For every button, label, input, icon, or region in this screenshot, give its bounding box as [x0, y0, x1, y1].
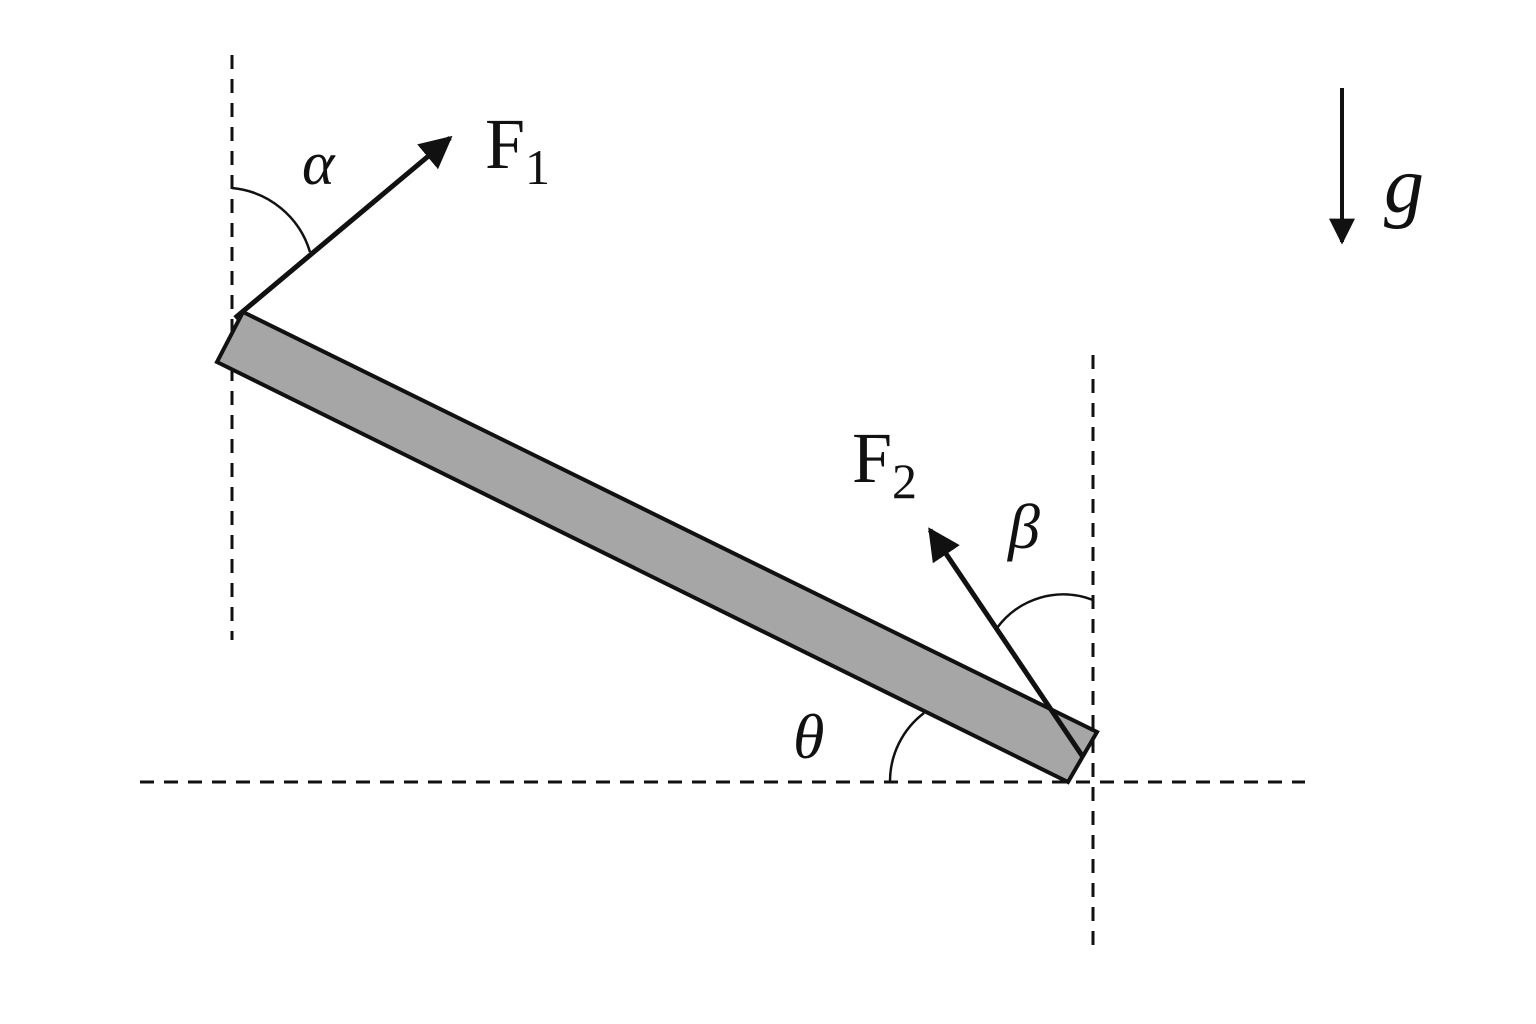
theta-arc — [888, 712, 925, 783]
force-1-label-main: F — [485, 104, 525, 184]
force-1-label-subscript: 1 — [525, 139, 550, 195]
force-2-label-main: F — [852, 418, 892, 498]
alpha-arc — [231, 186, 312, 253]
alpha-label: α — [302, 130, 336, 198]
gravity-label: g — [1384, 142, 1424, 230]
force-1-arrow — [233, 135, 453, 320]
theta-label: θ — [793, 701, 824, 772]
force-2-label: F2 — [852, 418, 917, 509]
beta-label: β — [1006, 491, 1040, 562]
force-2-label-subscript: 2 — [892, 453, 917, 509]
force-2-arrow — [927, 527, 1086, 759]
beta-arc — [995, 593, 1094, 629]
force-1-label: F1 — [485, 104, 550, 195]
rod — [214, 309, 1100, 785]
